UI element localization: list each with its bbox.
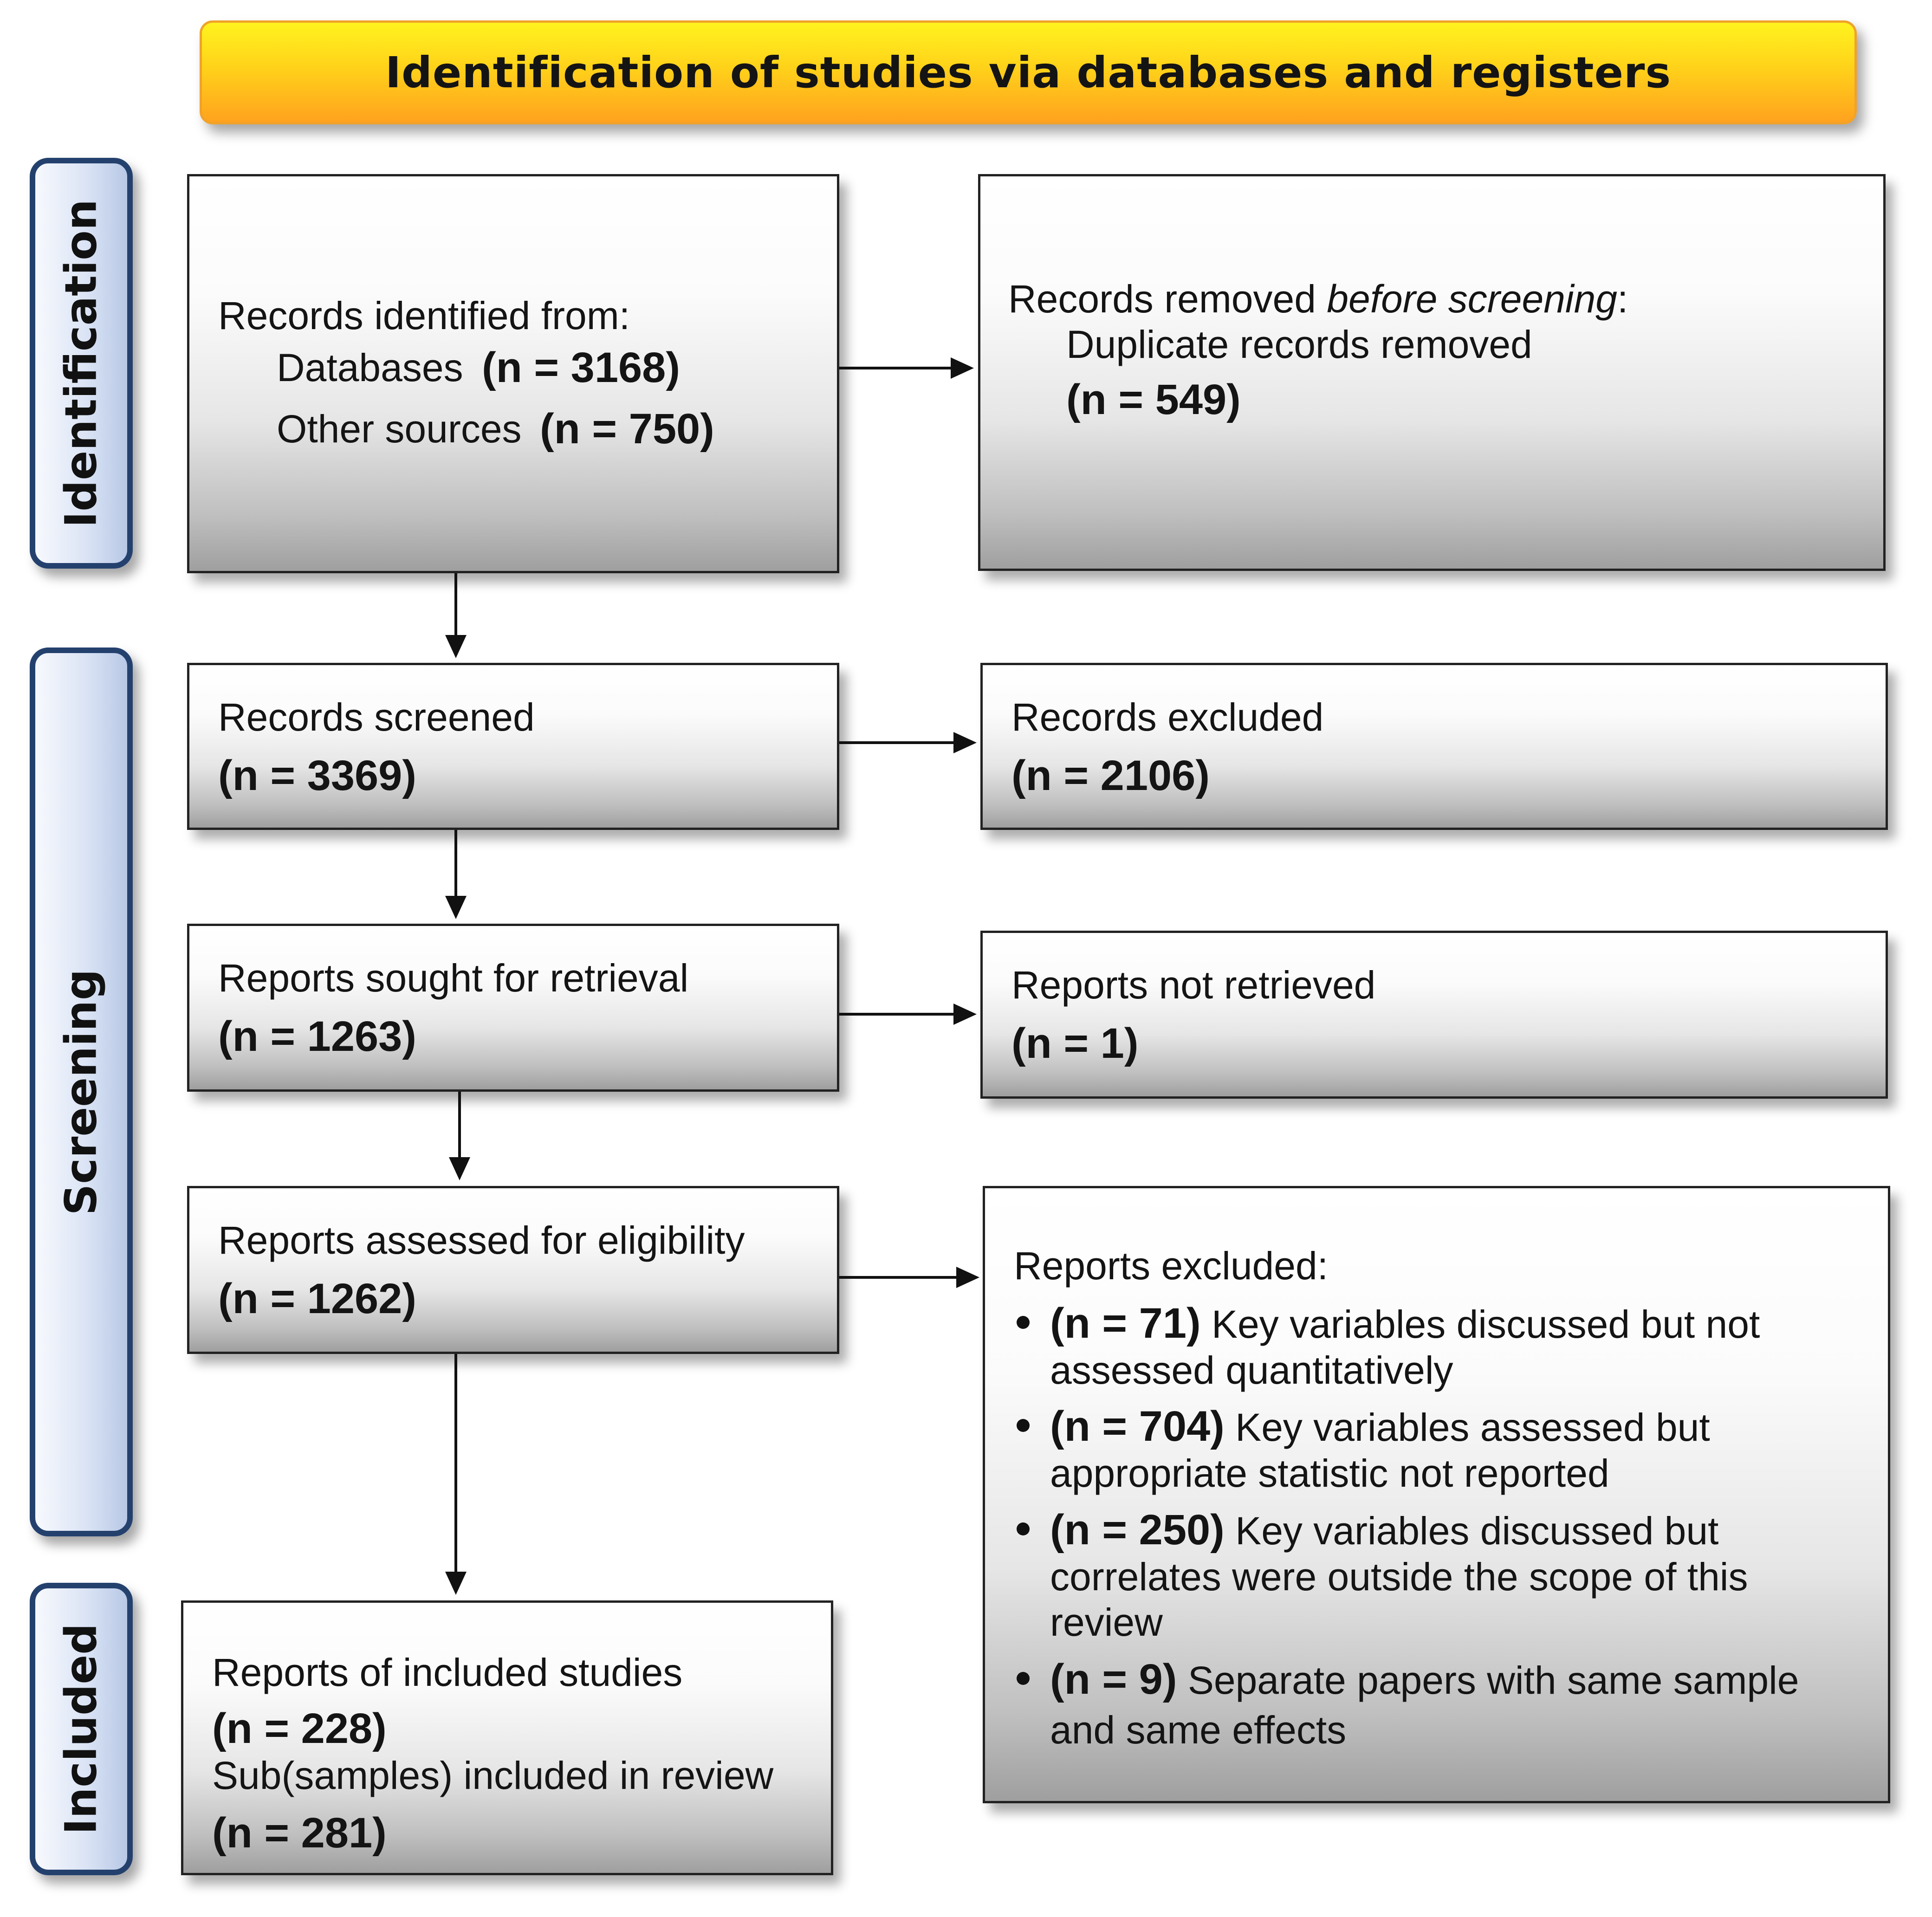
bullet-icon (1017, 1672, 1030, 1685)
databases-label: Databases (277, 346, 463, 389)
included-studies-title: Reports of included studies (212, 1651, 683, 1694)
stage-included: Included (30, 1583, 133, 1875)
header-banner: Identification of studies via databases … (200, 20, 1857, 124)
included-studies-count: (n = 228) (212, 1705, 387, 1752)
bullet-icon (1017, 1522, 1030, 1535)
included-subsamples-title: Sub(samples) included in review (212, 1754, 774, 1797)
arrow-head-icon (449, 1157, 470, 1180)
reports-not-retrieved-box: Reports not retrieved (n = 1) (980, 931, 1888, 1099)
reports-assessed-count: (n = 1262) (218, 1275, 416, 1322)
included-studies-box: Reports of included studies (n = 228) Su… (181, 1600, 833, 1875)
records-removed-prefix: Records removed (1008, 277, 1316, 321)
reports-excluded-title: Reports excluded: (1014, 1244, 1329, 1288)
other-sources-label: Other sources (277, 407, 522, 451)
reports-sought-count: (n = 1263) (218, 1013, 416, 1060)
duplicate-records-label: Duplicate records removed (1066, 323, 1532, 366)
records-screened-title: Records screened (218, 695, 535, 739)
records-excluded-title: Records excluded (1011, 695, 1324, 739)
exclusion-reason-4-count: (n = 9) (1050, 1656, 1177, 1703)
exclusion-reason-1-line2: assessed quantitatively (1050, 1348, 1453, 1392)
arrow-head-icon (953, 1004, 977, 1025)
arrow-head-icon (445, 635, 467, 658)
arrow-head-icon (445, 896, 467, 919)
reports-assessed-title: Reports assessed for eligibility (218, 1218, 745, 1262)
records-removed-title: Records removed before screening: (1008, 279, 1628, 318)
exclusion-reason-4: (n = 9) Separate papers with same sample (1050, 1658, 1799, 1701)
exclusion-reason-4-line2: and same effects (1050, 1708, 1347, 1752)
reports-excluded-box: Reports excluded: (n = 71) Key variables… (983, 1186, 1890, 1803)
exclusion-reason-3-line1: Key variables discussed but (1235, 1509, 1719, 1553)
exclusion-reason-3-count: (n = 250) (1050, 1506, 1225, 1554)
arrow-head-icon (956, 1267, 979, 1288)
reports-sought-box: Reports sought for retrieval (n = 1263) (187, 924, 839, 1092)
exclusion-reason-3: (n = 250) Key variables discussed but (1050, 1509, 1718, 1551)
bullet-icon (1017, 1419, 1030, 1432)
records-screened-box: Records screened (n = 3369) (187, 663, 839, 830)
exclusion-reason-3-line3: review (1050, 1600, 1163, 1644)
records-identified-title: Records identified from: (218, 294, 630, 337)
stage-identification: Identification (30, 158, 133, 569)
duplicate-records-count: (n = 549) (1066, 376, 1241, 423)
arrow-head-icon (951, 357, 974, 379)
exclusion-reason-2-line1: Key variables assessed but (1235, 1405, 1710, 1449)
exclusion-reason-4-line1: Separate papers with same sample (1187, 1658, 1799, 1702)
other-sources-count: (n = 750) (540, 405, 714, 453)
exclusion-reason-3-line2: correlates were outside the scope of thi… (1050, 1555, 1748, 1599)
reports-not-retrieved-count: (n = 1) (1011, 1020, 1139, 1067)
reports-not-retrieved-title: Reports not retrieved (1011, 963, 1376, 1007)
exclusion-reason-2-count: (n = 704) (1050, 1403, 1225, 1450)
exclusion-reason-1: (n = 71) Key variables discussed but not (1050, 1302, 1760, 1345)
bullet-icon (1017, 1316, 1030, 1329)
records-removed-suffix: : (1617, 277, 1628, 321)
arrow-head-icon (445, 1572, 467, 1595)
arrow-head-icon (953, 732, 977, 753)
databases-count: (n = 3168) (482, 344, 680, 391)
records-screened-count: (n = 3369) (218, 752, 416, 799)
exclusion-reason-1-line1: Key variables discussed but not (1212, 1302, 1760, 1346)
header-title: Identification of studies via databases … (385, 47, 1672, 97)
records-removed-italic: before screening (1327, 277, 1618, 321)
exclusion-reason-1-count: (n = 71) (1050, 1300, 1201, 1347)
stage-screening: Screening (30, 648, 133, 1536)
reports-assessed-box: Reports assessed for eligibility (n = 12… (187, 1186, 839, 1354)
records-removed-box: Records removed before screening: Duplic… (978, 174, 1886, 571)
included-subsamples-count: (n = 281) (212, 1809, 387, 1857)
records-excluded-count: (n = 2106) (1011, 752, 1210, 799)
exclusion-reason-2: (n = 704) Key variables assessed but (1050, 1405, 1710, 1448)
reports-sought-title: Reports sought for retrieval (218, 956, 689, 1000)
records-excluded-box: Records excluded (n = 2106) (980, 663, 1888, 830)
exclusion-reason-2-line2: appropriate statistic not reported (1050, 1451, 1609, 1495)
records-identified-box: Records identified from: Databases (n = … (187, 174, 839, 573)
